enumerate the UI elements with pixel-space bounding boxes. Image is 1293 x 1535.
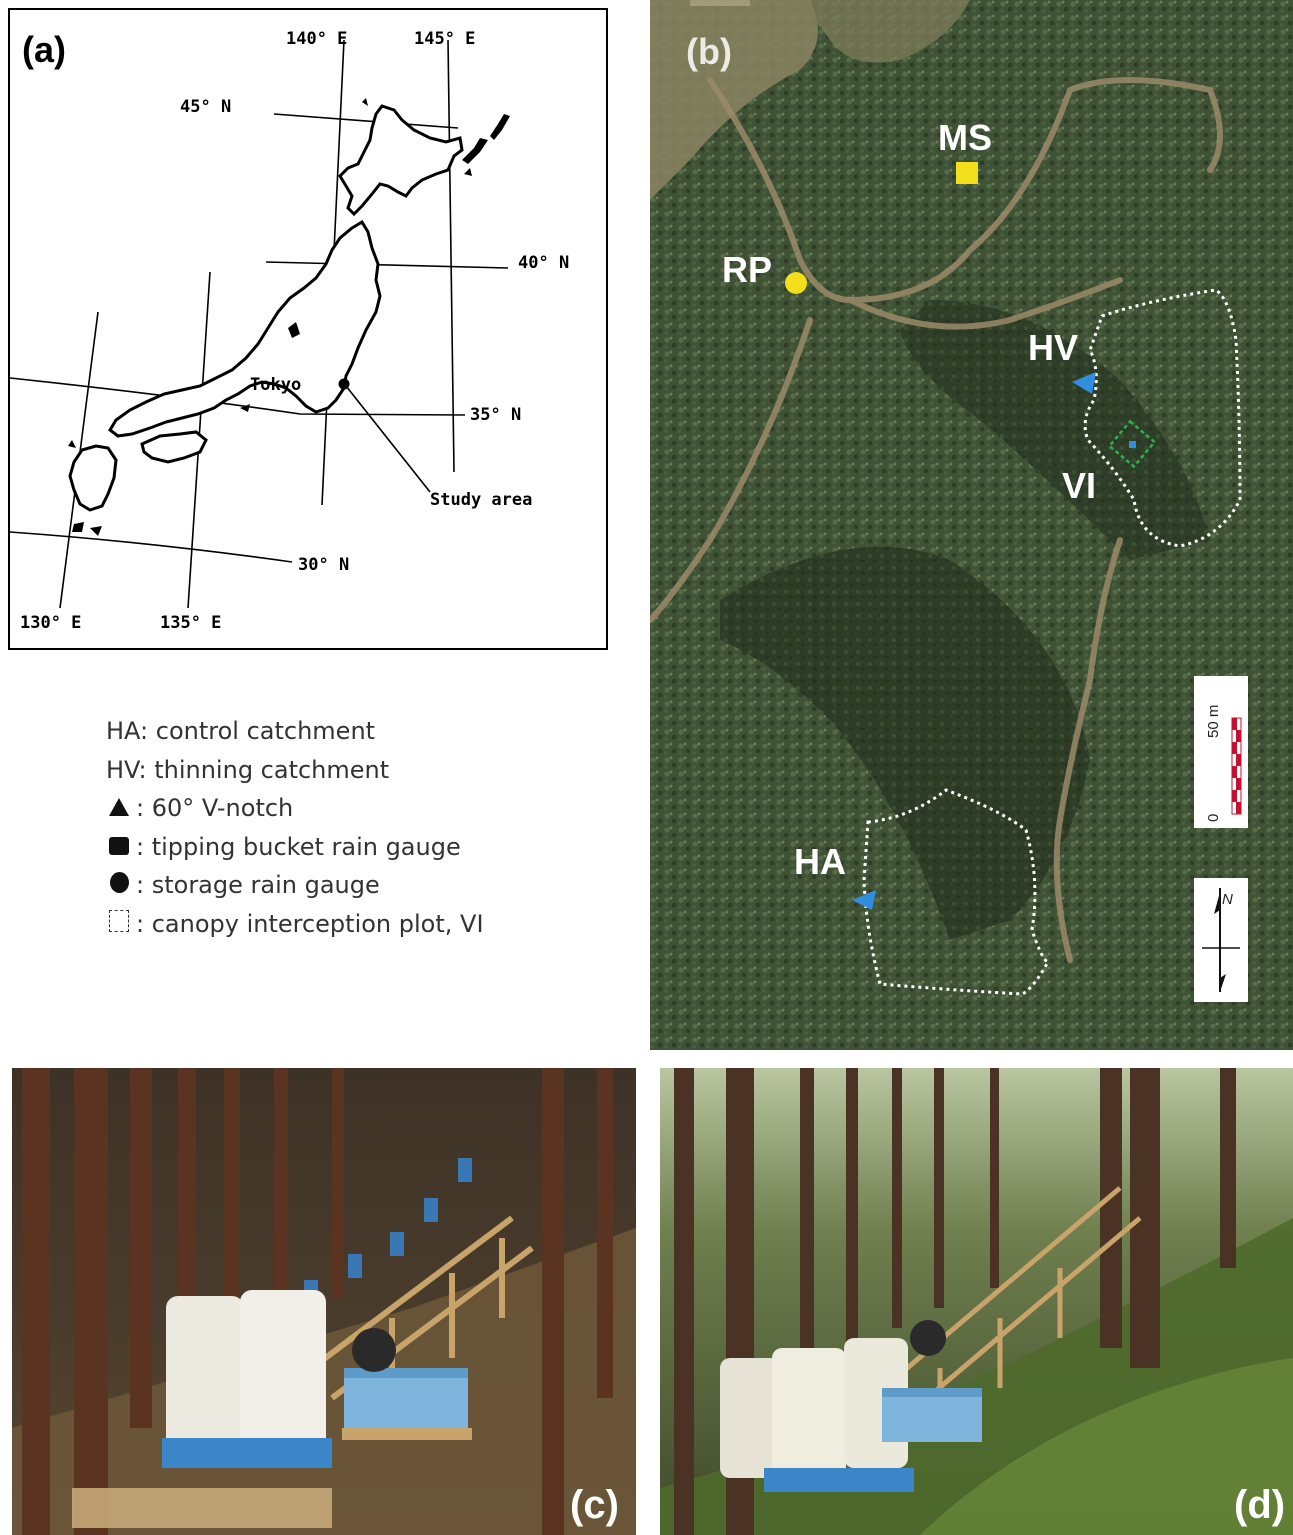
lon-label-130: 130° E [20, 613, 81, 633]
aerial-photo-svg: (b) MS RP HV VI HA 0 50 m N [650, 0, 1293, 1050]
kuril-island [462, 138, 488, 164]
sado-island [288, 322, 300, 338]
kuril-island [490, 114, 510, 140]
rp-rain-gauge-marker [785, 272, 807, 294]
vi-interception-plot [1107, 419, 1157, 469]
field-photo-c-svg: (c) [12, 1068, 636, 1535]
legend-text: HV: thinning catchment [106, 755, 390, 784]
panel-b-letter: (b) [686, 31, 732, 72]
legend-item-ha: HA: control catchment [106, 712, 586, 751]
rp-label: RP [722, 249, 772, 290]
north-arrow: N [1194, 878, 1248, 1002]
panel-c-letter: (c) [570, 1483, 619, 1527]
road-edge [690, 0, 750, 6]
lat-label-30: 30° N [298, 555, 349, 575]
parallel-30 [10, 531, 293, 563]
forest-roads [650, 77, 1223, 963]
lat-label-35: 35° N [470, 405, 521, 425]
shikoku-shape [140, 430, 208, 464]
triangle-icon [106, 789, 132, 827]
legend-item-hv: HV: thinning catchment [106, 751, 586, 790]
scale-zero-label: 0 [1205, 814, 1222, 822]
lon-label-140: 140° E [286, 29, 347, 49]
panel-a-letter: (a) [22, 29, 66, 70]
tree-trunks [22, 1068, 613, 1535]
field-photo-d-svg: (d) [660, 1068, 1293, 1535]
parallel-45 [273, 113, 459, 129]
lat-label-45: 45° N [180, 97, 231, 117]
clearing [800, 0, 970, 63]
dark-stand [720, 546, 1090, 940]
kuril-island [464, 168, 472, 176]
ha-catchment-outline [862, 788, 1051, 996]
scale-max-label: 50 m [1205, 705, 1222, 738]
field-photo-d: (d) [660, 1068, 1293, 1535]
scale-bar: 0 50 m [1194, 676, 1248, 828]
legend-item-storage-gauge: : storage rain gauge [106, 866, 586, 905]
study-area-leader [345, 385, 431, 493]
vi-label: VI [1062, 465, 1096, 506]
legend-text: : 60° V-notch [136, 794, 294, 823]
legend-text: : storage rain gauge [136, 871, 380, 900]
study-area-label: Study area [430, 490, 532, 510]
collection-tanks [720, 1320, 982, 1492]
kyushu-shape [68, 444, 118, 512]
dashed-box-icon [106, 905, 132, 943]
field-photo-c: (c) [12, 1068, 636, 1535]
honshu-shape [108, 219, 382, 438]
japan-map-svg: (a) 140° E 145° E 45° N 40° N 35° N 30° … [10, 29, 569, 633]
hv-label: HV [1028, 327, 1078, 368]
legend-text: : tipping bucket rain gauge [136, 832, 461, 861]
ha-label: HA [794, 841, 846, 882]
circle-icon [106, 866, 132, 904]
legend-item-tipping-bucket: : tipping bucket rain gauge [106, 828, 586, 867]
hokkaido-shape [338, 104, 464, 217]
aerial-photo-panel: (b) MS RP HV VI HA 0 50 m N [650, 0, 1293, 1050]
collection-tanks [162, 1290, 472, 1468]
ms-label: MS [938, 117, 992, 158]
parallel-40 [265, 261, 509, 269]
north-label: N [1222, 891, 1233, 908]
ms-rain-gauge-marker [956, 162, 978, 184]
ha-v-notch-marker [852, 890, 876, 910]
meridian-145 [447, 39, 455, 473]
japan-location-map: (a) 140° E 145° E 45° N 40° N 35° N 30° … [8, 8, 608, 650]
awaji-island [240, 404, 250, 412]
tokyo-label: Tokyo [250, 375, 301, 395]
lon-label-145: 145° E [414, 29, 475, 49]
graticule [10, 39, 509, 609]
hv-v-notch-marker [1072, 372, 1096, 394]
yakushima-island [90, 526, 102, 536]
tanegashima-island [72, 522, 84, 532]
legend-item-v-notch: : 60° V-notch [106, 789, 586, 828]
tree-trunks [674, 1068, 1236, 1535]
legend-item-interception-plot: : canopy interception plot, VI [106, 905, 586, 944]
map-legend: HA: control catchment HV: thinning catch… [106, 712, 586, 943]
square-icon [106, 828, 132, 866]
legend-text: HA: control catchment [106, 717, 376, 746]
lat-label-40: 40° N [518, 253, 569, 273]
clearing [650, 0, 818, 200]
vi-plot-center [1129, 441, 1136, 448]
iki-island [68, 440, 76, 448]
legend-text: : canopy interception plot, VI [136, 909, 484, 938]
panel-d-letter: (d) [1234, 1483, 1285, 1527]
rishiri-island [362, 98, 368, 106]
lon-label-135: 135° E [160, 613, 221, 633]
